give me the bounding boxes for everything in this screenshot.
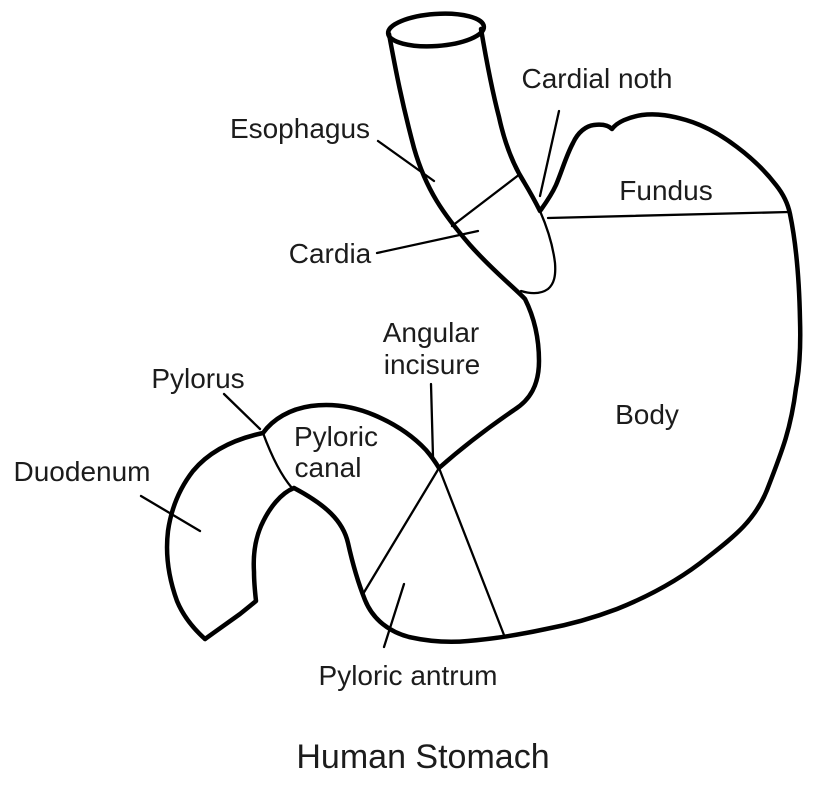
pyloric-canal-label-line1: Pyloric xyxy=(294,421,378,452)
region-boundaries-group xyxy=(261,172,791,637)
cardia-leader-line xyxy=(375,229,480,255)
esophagus-opening-ellipse xyxy=(385,11,487,49)
antrum-body-boundary-line xyxy=(437,466,506,637)
fundus-boundary-line xyxy=(546,210,791,220)
pyloric-canal-upper-wall-path xyxy=(260,402,442,471)
esophagus-label: Esophagus xyxy=(230,113,370,144)
angular-incisure-label-line2: incisure xyxy=(384,349,480,380)
cardial-notch-label: Cardial noth xyxy=(522,63,673,94)
duodenum-outer-wall-path xyxy=(164,430,266,642)
duodenum-inner-wall-path xyxy=(202,485,297,642)
pylorus-boundary-line xyxy=(261,431,294,490)
pyloric-antrum-leader-line xyxy=(382,582,406,649)
cardia-label: Cardia xyxy=(289,238,372,269)
esophagus-cardia-boundary-line xyxy=(450,172,522,228)
duodenum-label: Duodenum xyxy=(14,456,151,487)
esophagus-leader-line xyxy=(376,139,436,183)
antrum-canal-boundary-line xyxy=(361,466,441,596)
stomach-outline-group xyxy=(164,11,803,645)
fundus-label: Fundus xyxy=(619,175,712,206)
leader-lines-group xyxy=(139,109,561,649)
esophagus-right-wall-fundus-greater-curvature-path xyxy=(291,26,803,645)
diagram-title: Human Stomach xyxy=(296,738,549,776)
body-label: Body xyxy=(615,399,679,430)
labels-group: Esophagus Cardial noth Fundus Cardia Ang… xyxy=(14,63,713,776)
pylorus-label: Pylorus xyxy=(151,363,244,394)
esophagus-left-wall-lesser-curvature-path xyxy=(386,31,542,471)
pylorus-leader-line xyxy=(222,392,262,431)
cardia-lower-wall-path xyxy=(519,209,557,295)
angular-incisure-label-line1: Angular xyxy=(383,317,480,348)
cardial-notch-leader-line xyxy=(538,109,561,198)
pyloric-canal-label-line2: canal xyxy=(295,452,362,483)
pyloric-antrum-label: Pyloric antrum xyxy=(319,660,498,691)
angular-incisure-leader-line xyxy=(429,382,435,459)
duodenum-leader-line xyxy=(139,494,202,533)
